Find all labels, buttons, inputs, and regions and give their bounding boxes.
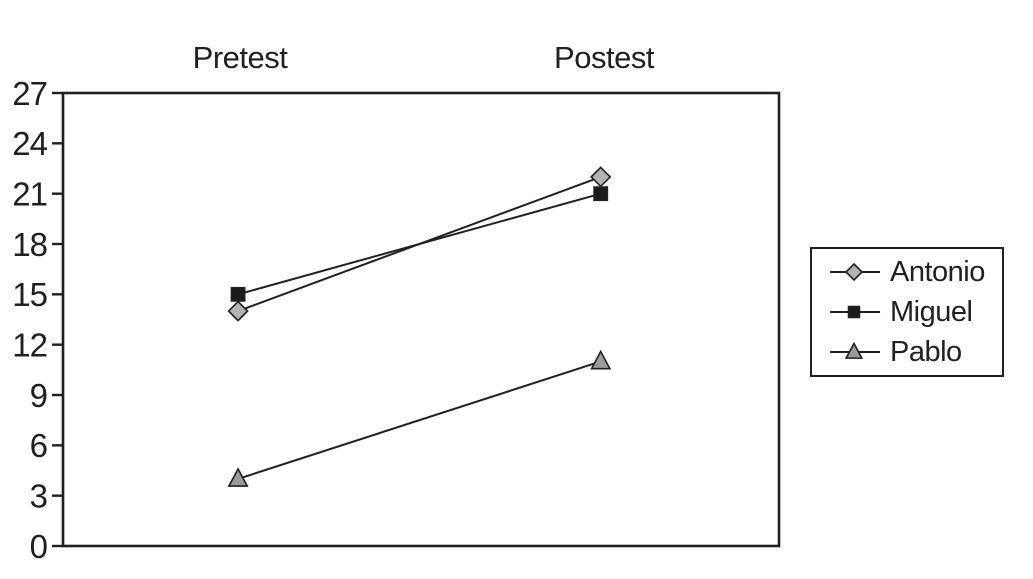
- y-tick-label: 24: [12, 125, 47, 162]
- y-tick-label: 9: [30, 377, 47, 414]
- legend-label-miguel: Miguel: [890, 295, 973, 328]
- legend-label-pablo: Pablo: [890, 335, 962, 368]
- y-tick-label: 3: [30, 478, 47, 515]
- legend-item-antonio: Antonio: [812, 252, 1002, 292]
- y-tick-label: 21: [12, 176, 47, 213]
- pablo-pretest-marker: [227, 467, 249, 487]
- plot-frame: [61, 91, 781, 548]
- pablo-postest-marker: [590, 349, 612, 370]
- series-pablo: [227, 349, 612, 487]
- y-tick-label: 12: [12, 327, 47, 364]
- legend-label-antonio: Antonio: [890, 255, 985, 288]
- antonio-legend-marker: [844, 262, 864, 282]
- y-tick-label: 18: [12, 226, 47, 263]
- series-line-pablo: [237, 360, 602, 480]
- category-label-postest: Postest: [554, 40, 654, 75]
- y-tick-label: 6: [30, 427, 47, 464]
- miguel-legend-marker: [847, 305, 861, 319]
- legend: Antonio Miguel Pablo: [810, 247, 1004, 377]
- antonio-postest-marker: [590, 166, 612, 188]
- series-line-miguel: [237, 192, 601, 296]
- y-tick-label: 15: [12, 276, 47, 313]
- category-label-pretest: Pretest: [192, 40, 288, 75]
- antonio-pretest-marker: [227, 300, 249, 322]
- miguel-postest-marker: [593, 186, 609, 202]
- legend-item-miguel: Miguel: [812, 292, 1002, 332]
- series-miguel: [230, 186, 609, 302]
- miguel-pretest-marker: [230, 286, 246, 302]
- y-tick-label: 27: [12, 75, 47, 112]
- antonio-diamond-icon: [830, 262, 880, 282]
- legend-item-pablo: Pablo: [812, 332, 1002, 372]
- pablo-legend-marker: [844, 341, 864, 359]
- y-tick-label: 0: [30, 528, 48, 565]
- miguel-square-icon: [830, 305, 880, 319]
- y-axis: 0 3 6 9 12 15 18 21 24 27: [12, 75, 63, 565]
- pablo-triangle-icon: [830, 341, 880, 359]
